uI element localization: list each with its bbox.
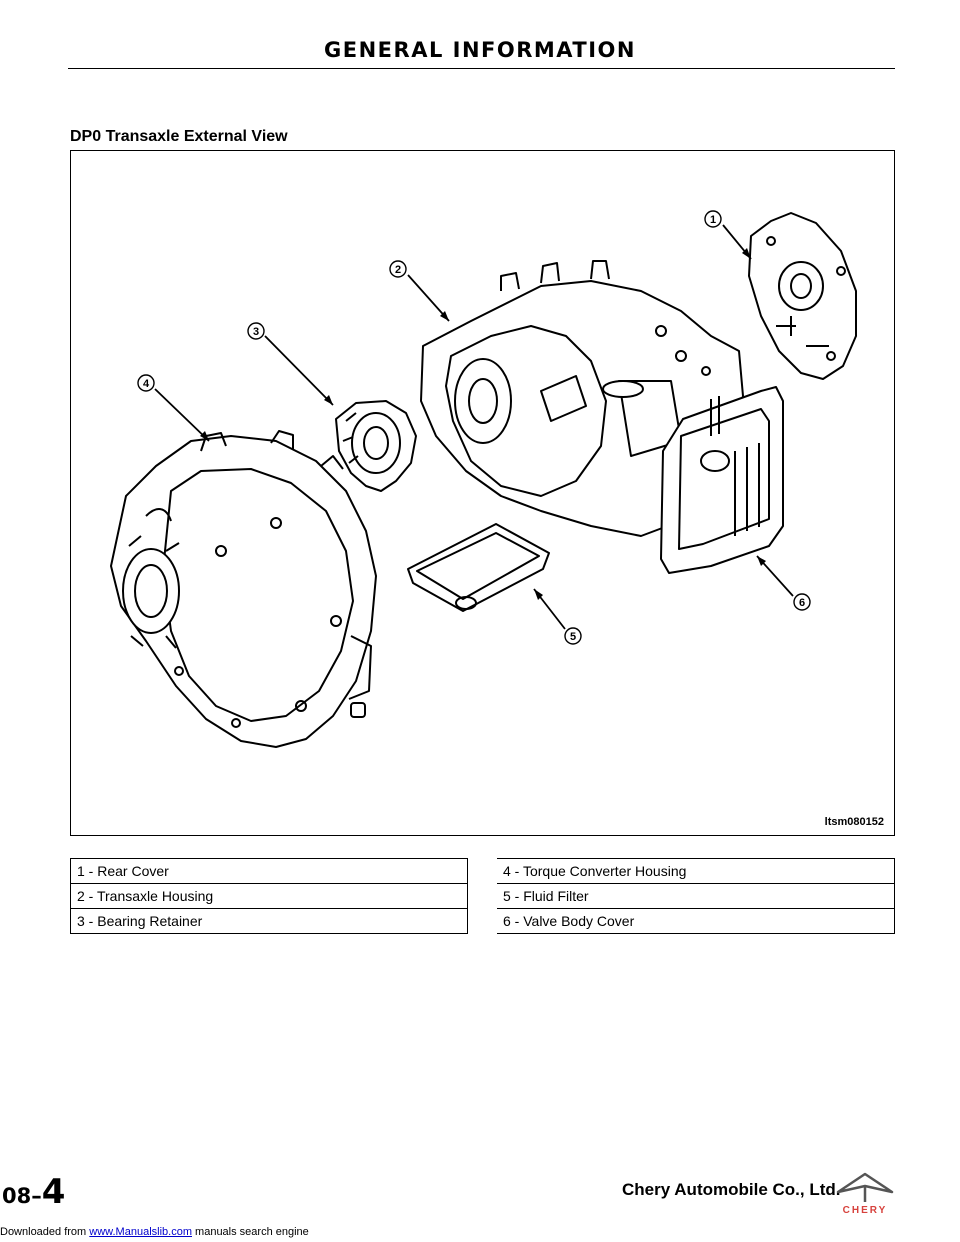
section-title: DP0 Transaxle External View <box>70 128 288 145</box>
callout-2-label: 2 <box>395 264 401 276</box>
fluid-filter-drawing <box>407 523 550 612</box>
callout-5-marker <box>564 627 582 645</box>
callout-6-label: 6 <box>799 597 805 609</box>
legend-item: 4 - Torque Converter Housing <box>497 858 895 884</box>
company-name: Chery Automobile Co., Ltd. <box>622 1180 841 1199</box>
page-number: 08–4 <box>2 1172 65 1212</box>
legend-table-left: 1 - Rear Cover 2 - Transaxle Housing 3 -… <box>70 858 468 934</box>
header-rule <box>68 68 895 69</box>
legend-item: 3 - Bearing Retainer <box>70 908 468 934</box>
torque-converter-housing-drawing <box>110 430 377 748</box>
chery-logo: CHERY <box>834 1172 896 1221</box>
rear-cover-drawing <box>748 212 857 380</box>
callout-1-marker <box>704 210 722 228</box>
callout-4-marker <box>137 374 155 392</box>
svg-text:CHERY: CHERY <box>843 1205 888 1216</box>
callout-1-label: 1 <box>710 214 716 226</box>
legend-item: 2 - Transaxle Housing <box>70 883 468 909</box>
figure-frame: 1 2 3 4 5 6 ltsm080152 <box>70 150 895 836</box>
transaxle-exploded-illustration: 1 2 3 4 5 6 <box>110 210 857 748</box>
download-notice: Downloaded from www.Manualslib.com manua… <box>0 1226 309 1238</box>
figure-id: ltsm080152 <box>824 816 884 828</box>
legend-item: 6 - Valve Body Cover <box>497 908 895 934</box>
legend-item: 1 - Rear Cover <box>70 858 468 884</box>
callout-6-marker <box>793 593 811 611</box>
callout-5-label: 5 <box>570 631 576 643</box>
download-prefix: Downloaded from <box>0 1226 90 1238</box>
callout-3-marker <box>247 322 265 340</box>
download-suffix: manuals search engine <box>191 1226 309 1238</box>
bearing-retainer-drawing <box>335 400 417 492</box>
legend-table-right: 4 - Torque Converter Housing 5 - Fluid F… <box>497 858 895 934</box>
callout-2-marker <box>389 260 407 278</box>
manualslib-link[interactable]: www.Manualslib.com <box>89 1226 192 1238</box>
page-header-title: GENERAL INFORMATION <box>324 38 636 62</box>
legend-item: 5 - Fluid Filter <box>497 883 895 909</box>
page-index: 4 <box>41 1172 66 1212</box>
callout-3-label: 3 <box>253 326 259 338</box>
valve-body-cover-drawing <box>660 386 784 574</box>
page-section: 08– <box>2 1184 42 1208</box>
callout-4-label: 4 <box>143 378 150 390</box>
